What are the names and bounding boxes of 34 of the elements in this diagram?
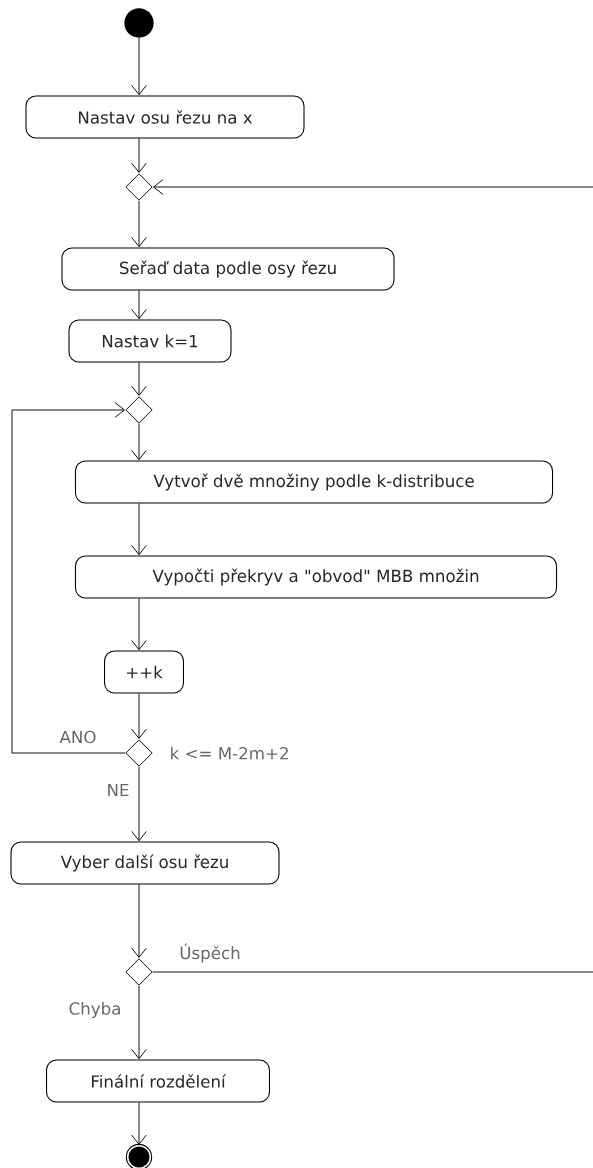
arrow — [131, 598, 147, 651]
end-bullseye — [125, 1143, 153, 1168]
arrow — [131, 362, 147, 396]
action-box: Finální rozdělení — [46, 1059, 270, 1103]
arrow — [131, 37, 147, 96]
edge-label: NE — [105, 782, 131, 798]
arrow — [131, 138, 147, 173]
decision-diamond — [125, 396, 153, 424]
arrow — [131, 1102, 147, 1145]
start-dot — [124, 8, 154, 38]
arrow — [11, 402, 126, 754]
arrow — [131, 503, 147, 556]
action-box: Vytvoř dvě množiny podle k-distribuce — [74, 460, 554, 504]
action-box: Vypočti překryv a "obvod" MBB množin — [74, 555, 558, 599]
action-box: Vyber další osu řezu — [10, 841, 280, 885]
arrow — [131, 766, 147, 842]
arrow — [152, 179, 593, 973]
action-box: Nastav k=1 — [68, 319, 232, 363]
edge-label: ANO — [58, 729, 98, 745]
arrow — [131, 200, 147, 248]
condition-label: k <= M-2m+2 — [171, 746, 288, 760]
action-box: ++k — [104, 650, 184, 694]
action-box: Seřaď data podle osy řezu — [61, 247, 395, 291]
arrow — [131, 985, 147, 1060]
decision-diamond — [125, 739, 153, 767]
decision-diamond — [125, 958, 153, 986]
action-box: Nastav osu řezu na x — [25, 95, 305, 139]
edge-label: Úspěch — [177, 942, 243, 964]
edge-label: Chyba — [67, 1000, 123, 1020]
arrow — [131, 290, 147, 320]
arrow — [131, 423, 147, 461]
decision-diamond — [125, 173, 153, 201]
arrow — [131, 884, 147, 958]
arrow — [131, 693, 147, 739]
